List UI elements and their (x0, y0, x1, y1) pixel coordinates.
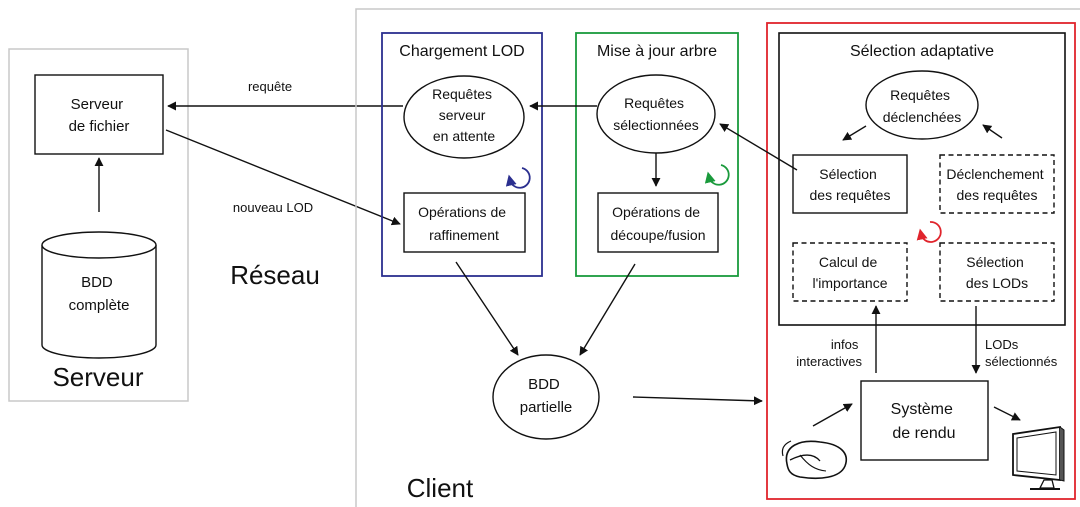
client-region-frame (355, 8, 1080, 507)
request-label: requête (248, 79, 292, 94)
select-to-selected-arrow (719, 123, 798, 171)
split-merge-box (597, 192, 719, 253)
tree-loop-icon (704, 164, 730, 186)
adaptive-selection-frame (766, 22, 1076, 500)
network-region-label: Réseau (230, 260, 320, 290)
partial-to-adaptive-arrow (632, 396, 763, 406)
render-to-monitor-arrow (993, 406, 1021, 421)
render-system-label: Système de rendu (891, 401, 958, 442)
partial-database-label: BDD partielle (520, 376, 573, 416)
monitor-icon (1012, 425, 1065, 490)
new-lod-label: nouveau LOD (233, 200, 313, 215)
server-region-frame (8, 48, 189, 402)
triggered-to-select-arrow (842, 125, 867, 141)
lod-loading-title: Chargement LOD (399, 43, 524, 60)
adaptive-selection-title: Sélection adaptative (850, 43, 994, 60)
server-region-label: Serveur (52, 362, 143, 392)
trigger-requests-label: Déclenchement des requêtes (946, 166, 1047, 203)
select-lods-box (939, 242, 1055, 302)
importance-box (792, 242, 908, 302)
refine-to-partial-arrow (455, 261, 519, 356)
mouse-to-render-arrow (812, 403, 853, 427)
select-requests-label: Sélection des requêtes (810, 166, 891, 203)
render-system-box (860, 380, 989, 461)
select-requests-box (792, 154, 908, 214)
selected-requests-node (596, 74, 716, 154)
file-server-box (34, 74, 164, 155)
splitmerge-to-partial-arrow (579, 263, 636, 356)
file-server-label: Serveur de fichier (69, 96, 130, 135)
pending-requests-node (403, 75, 525, 159)
tree-update-frame (575, 32, 739, 277)
lod-loading-frame (381, 32, 543, 277)
selected-lods-label: LODs sélectionnés (985, 337, 1058, 369)
adaptive-loop-icon (916, 221, 942, 243)
triggered-requests-label: Requêtes déclenchées (883, 87, 962, 125)
partial-database-node (492, 354, 600, 440)
selected-requests-label: Requêtes sélectionnées (613, 95, 699, 133)
split-merge-label: Opérations de découpe/fusion (611, 204, 706, 243)
triggered-requests-node (865, 70, 979, 140)
tree-update-title: Mise à jour arbre (597, 43, 717, 60)
full-database-label: BDD complète (69, 274, 130, 314)
refinement-label: Opérations de raffinement (418, 204, 510, 243)
client-region-label: Client (407, 473, 474, 503)
trigger-to-triggered-arrow (982, 124, 1003, 139)
trigger-requests-box (939, 154, 1055, 214)
refinement-box (403, 192, 526, 253)
importance-label: Calcul de l'importance (812, 254, 887, 291)
pending-requests-label: Requêtes serveur en attente (432, 86, 496, 144)
mouse-icon (781, 440, 847, 480)
new-lod-arrow (165, 129, 401, 226)
interactive-info-label: infos interactives (796, 337, 862, 369)
lod-loop-icon (505, 167, 531, 189)
adaptive-selection-inner (778, 32, 1066, 326)
full-database-icon (41, 231, 157, 359)
select-lods-label: Sélection des LODs (966, 254, 1028, 291)
